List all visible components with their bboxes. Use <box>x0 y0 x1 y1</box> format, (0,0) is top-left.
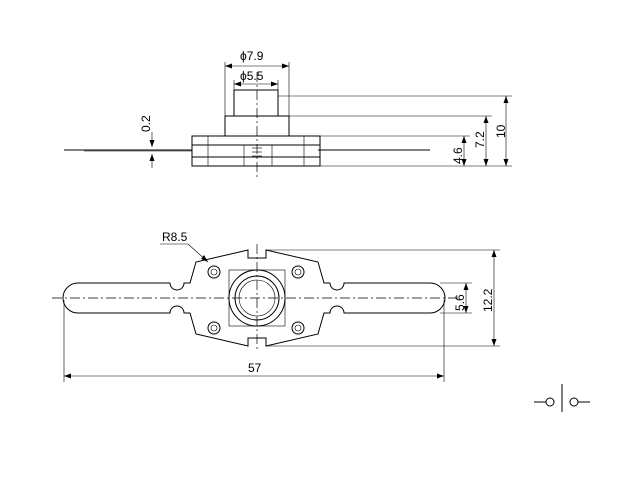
switch-base <box>191 135 321 167</box>
dim-height-total: 10 <box>494 124 508 138</box>
push-button-switch-symbol <box>534 384 590 412</box>
dim-button-width: 5.6 <box>453 294 467 311</box>
mount-hole-top-left <box>207 265 221 279</box>
side-view: ϕ7.9 ϕ5.5 0.2 10 7.2 4.6 <box>64 49 512 178</box>
dim-height-mid: 7.2 <box>473 131 487 148</box>
dim-radius: R8.5 <box>162 230 188 244</box>
mount-hole-bottom-left <box>207 321 221 335</box>
dim-total-length: 57 <box>248 361 262 375</box>
dim-inner-diameter: ϕ5.5 <box>240 69 264 83</box>
top-view: R8.5 57 5.6 12.2 <box>52 230 500 382</box>
dim-height-base: 4.6 <box>451 147 465 164</box>
mount-hole-top-right <box>291 265 305 279</box>
switch-button <box>233 89 279 117</box>
switch-outline <box>62 249 446 347</box>
dim-outer-diameter: ϕ7.9 <box>240 49 264 63</box>
button-ring-inner <box>234 275 280 321</box>
dim-lead-thickness: 0.2 <box>139 115 153 132</box>
mount-hole-bottom-right <box>291 321 305 335</box>
dim-body-width: 12.2 <box>481 288 495 312</box>
